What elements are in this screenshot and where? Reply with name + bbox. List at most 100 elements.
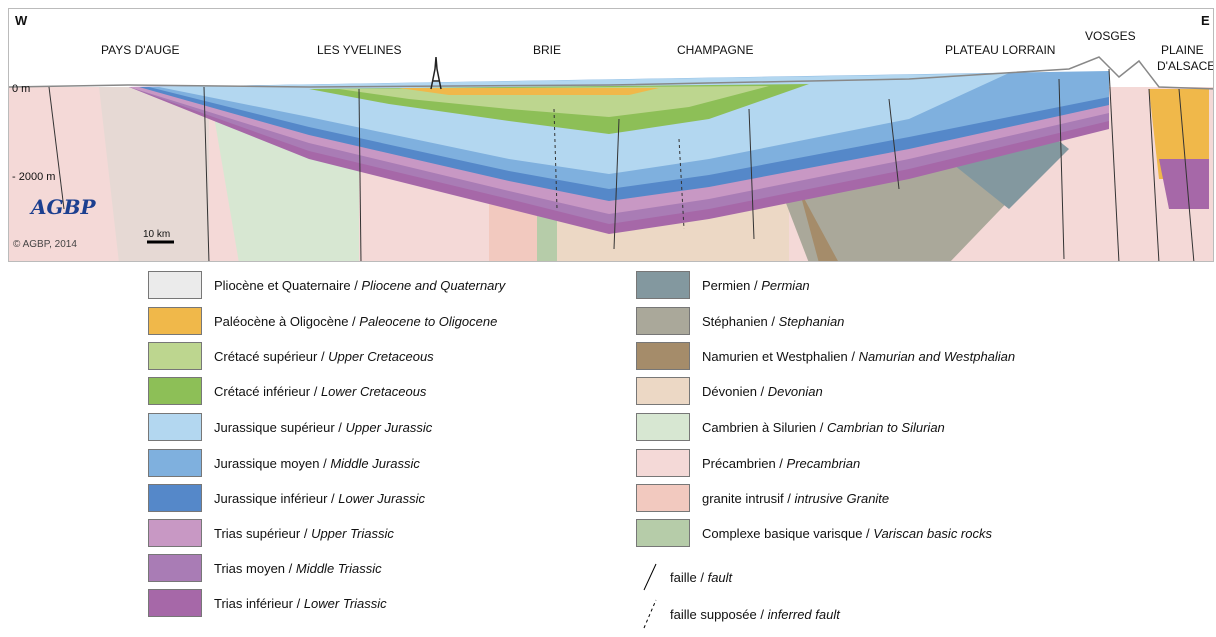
legend-fr: Jurassique inférieur / <box>214 490 339 506</box>
east-label: E <box>1201 13 1210 28</box>
legend-item: Jurassique supérieur / Upper Jurassic <box>148 413 432 441</box>
region-label: PLAINE <box>1161 43 1204 57</box>
legend-item: Complexe basique varisque / Variscan bas… <box>636 519 992 547</box>
legend-en: Lower Cretaceous <box>320 383 427 399</box>
legend-item: Jurassique moyen / Middle Jurassic <box>148 449 420 477</box>
legend-swatch <box>148 449 202 477</box>
legend-en: Upper Triassic <box>311 525 394 541</box>
legend-fr: Dévonien / <box>702 383 768 399</box>
legend-fr: Paléocène à Oligocène / <box>214 313 360 329</box>
legend-fr: Stéphanien / <box>702 313 779 329</box>
faults <box>48 68 1195 261</box>
alsace-triassic <box>1159 159 1209 209</box>
west-label: W <box>15 13 28 28</box>
region-label: PLATEAU LORRAIN <box>945 43 1056 57</box>
legend-en: Middle Jurassic <box>330 455 420 471</box>
geological-cross-section: W E PAYS D'AUGE LES YVELINES BRIE CHAMPA… <box>8 8 1214 262</box>
legend-item: Cambrien à Silurien / Cambrian to Siluri… <box>636 413 945 441</box>
legend-fr: Crétacé supérieur / <box>214 348 329 364</box>
agbp-logo: AGBP <box>31 195 96 219</box>
region-label: D'ALSACE <box>1157 59 1214 73</box>
legend-fr: Trias inférieur / <box>214 595 304 611</box>
eiffel-tower-icon <box>430 56 442 90</box>
region-label: LES YVELINES <box>317 43 402 57</box>
legend-swatch <box>636 413 690 441</box>
legend-swatch <box>148 377 202 405</box>
legend-swatch <box>636 342 690 370</box>
namurian-westphalian <box>799 189 838 261</box>
legend-item: Trias inférieur / Lower Triassic <box>148 589 387 617</box>
legend-item: granite intrusif / intrusive Granite <box>636 484 889 512</box>
inferred-fault-line-icon <box>643 599 657 629</box>
legend-en: Devonian <box>767 383 823 399</box>
region-label: PAYS D'AUGE <box>101 43 180 57</box>
legend-swatch <box>636 484 690 512</box>
legend-item: Trias supérieur / Upper Triassic <box>148 519 394 547</box>
legend-item: Jurassique inférieur / Lower Jurassic <box>148 484 425 512</box>
legend-swatch <box>148 554 202 582</box>
legend-en: Pliocene and Quaternary <box>361 277 506 293</box>
legend-en: Middle Triassic <box>295 560 382 576</box>
legend-swatch <box>636 449 690 477</box>
region-label: VOSGES <box>1085 29 1136 43</box>
legend-fr: Permien / <box>702 277 762 293</box>
legend-item: Crétacé supérieur / Upper Cretaceous <box>148 342 434 370</box>
legend-swatch <box>148 342 202 370</box>
legend-item: Permien / Permian <box>636 271 810 299</box>
copyright: © AGBP, 2014 <box>13 239 77 250</box>
legend-fr: Précambrien / <box>702 455 787 471</box>
legend-en: Permian <box>761 277 810 293</box>
legend-en: Stephanian <box>778 313 845 329</box>
legend-fr: Trias supérieur / <box>214 525 312 541</box>
legend-fr: Jurassique supérieur / <box>214 419 346 435</box>
legend-swatch <box>636 271 690 299</box>
depth-label-bottom: - 2000 m <box>12 171 56 183</box>
legend-en: intrusive Granite <box>794 490 890 506</box>
legend-item: Trias moyen / Middle Triassic <box>148 554 382 582</box>
legend-fr: Crétacé inférieur / <box>214 383 321 399</box>
legend-fr: Jurassique moyen / <box>214 455 331 471</box>
legend-en: Upper Cretaceous <box>328 348 434 364</box>
legend-swatch <box>148 271 202 299</box>
legend-fr: Namurien et Westphalien / <box>702 348 859 364</box>
alsace-tertiary-fill <box>1149 89 1209 179</box>
legend-swatch <box>148 519 202 547</box>
legend-item: Paléocène à Oligocène / Paleocene to Oli… <box>148 307 497 335</box>
legend-fr: faille / <box>670 569 708 585</box>
scale-label: 10 km <box>143 229 171 240</box>
legend-fr: Cambrien à Silurien / <box>702 419 827 435</box>
legend-en: Lower Triassic <box>303 595 387 611</box>
variscan-basic-rocks <box>537 209 557 261</box>
legend-swatch <box>636 307 690 335</box>
legend-en: Namurian and Westphalian <box>858 348 1016 364</box>
fault-line-icon <box>643 563 657 591</box>
legend-en: Paleocene to Oligocene <box>359 313 498 329</box>
paleocene-oligocene <box>399 88 659 95</box>
legend-item: Dévonien / Devonian <box>636 377 823 405</box>
legend-item: Stéphanien / Stephanian <box>636 307 844 335</box>
legend-fr: faille supposée / <box>670 606 768 622</box>
cross-section-drawing <box>9 56 1213 261</box>
legend-item: Crétacé inférieur / Lower Cretaceous <box>148 377 426 405</box>
legend-item: Pliocène et Quaternaire / Pliocene and Q… <box>148 271 505 299</box>
basement-block-west <box>99 87 209 261</box>
topographic-surface <box>9 56 1213 90</box>
legend-swatch <box>148 589 202 617</box>
legend-en: Precambrian <box>786 455 861 471</box>
legend-item: Précambrien / Precambrian <box>636 449 860 477</box>
legend-en: Cambrian to Silurian <box>827 419 945 435</box>
legend-en: fault <box>707 569 733 585</box>
legend-en: Variscan basic rocks <box>873 525 992 541</box>
legend-swatch <box>148 307 202 335</box>
legend-en: inferred fault <box>767 606 840 622</box>
legend-inferred-fault: faille supposée / inferred fault <box>640 598 840 630</box>
region-label: BRIE <box>533 43 562 57</box>
legend-fr: Trias moyen / <box>214 560 296 576</box>
legend-swatch <box>148 413 202 441</box>
legend-fr: granite intrusif / <box>702 490 795 506</box>
depth-label-top: 0 m <box>12 83 31 95</box>
legend-fr: Pliocène et Quaternaire / <box>214 277 362 293</box>
legend-en: Upper Jurassic <box>345 419 433 435</box>
legend-en: Lower Jurassic <box>338 490 425 506</box>
legend-item: Namurien et Westphalien / Namurian and W… <box>636 342 1015 370</box>
